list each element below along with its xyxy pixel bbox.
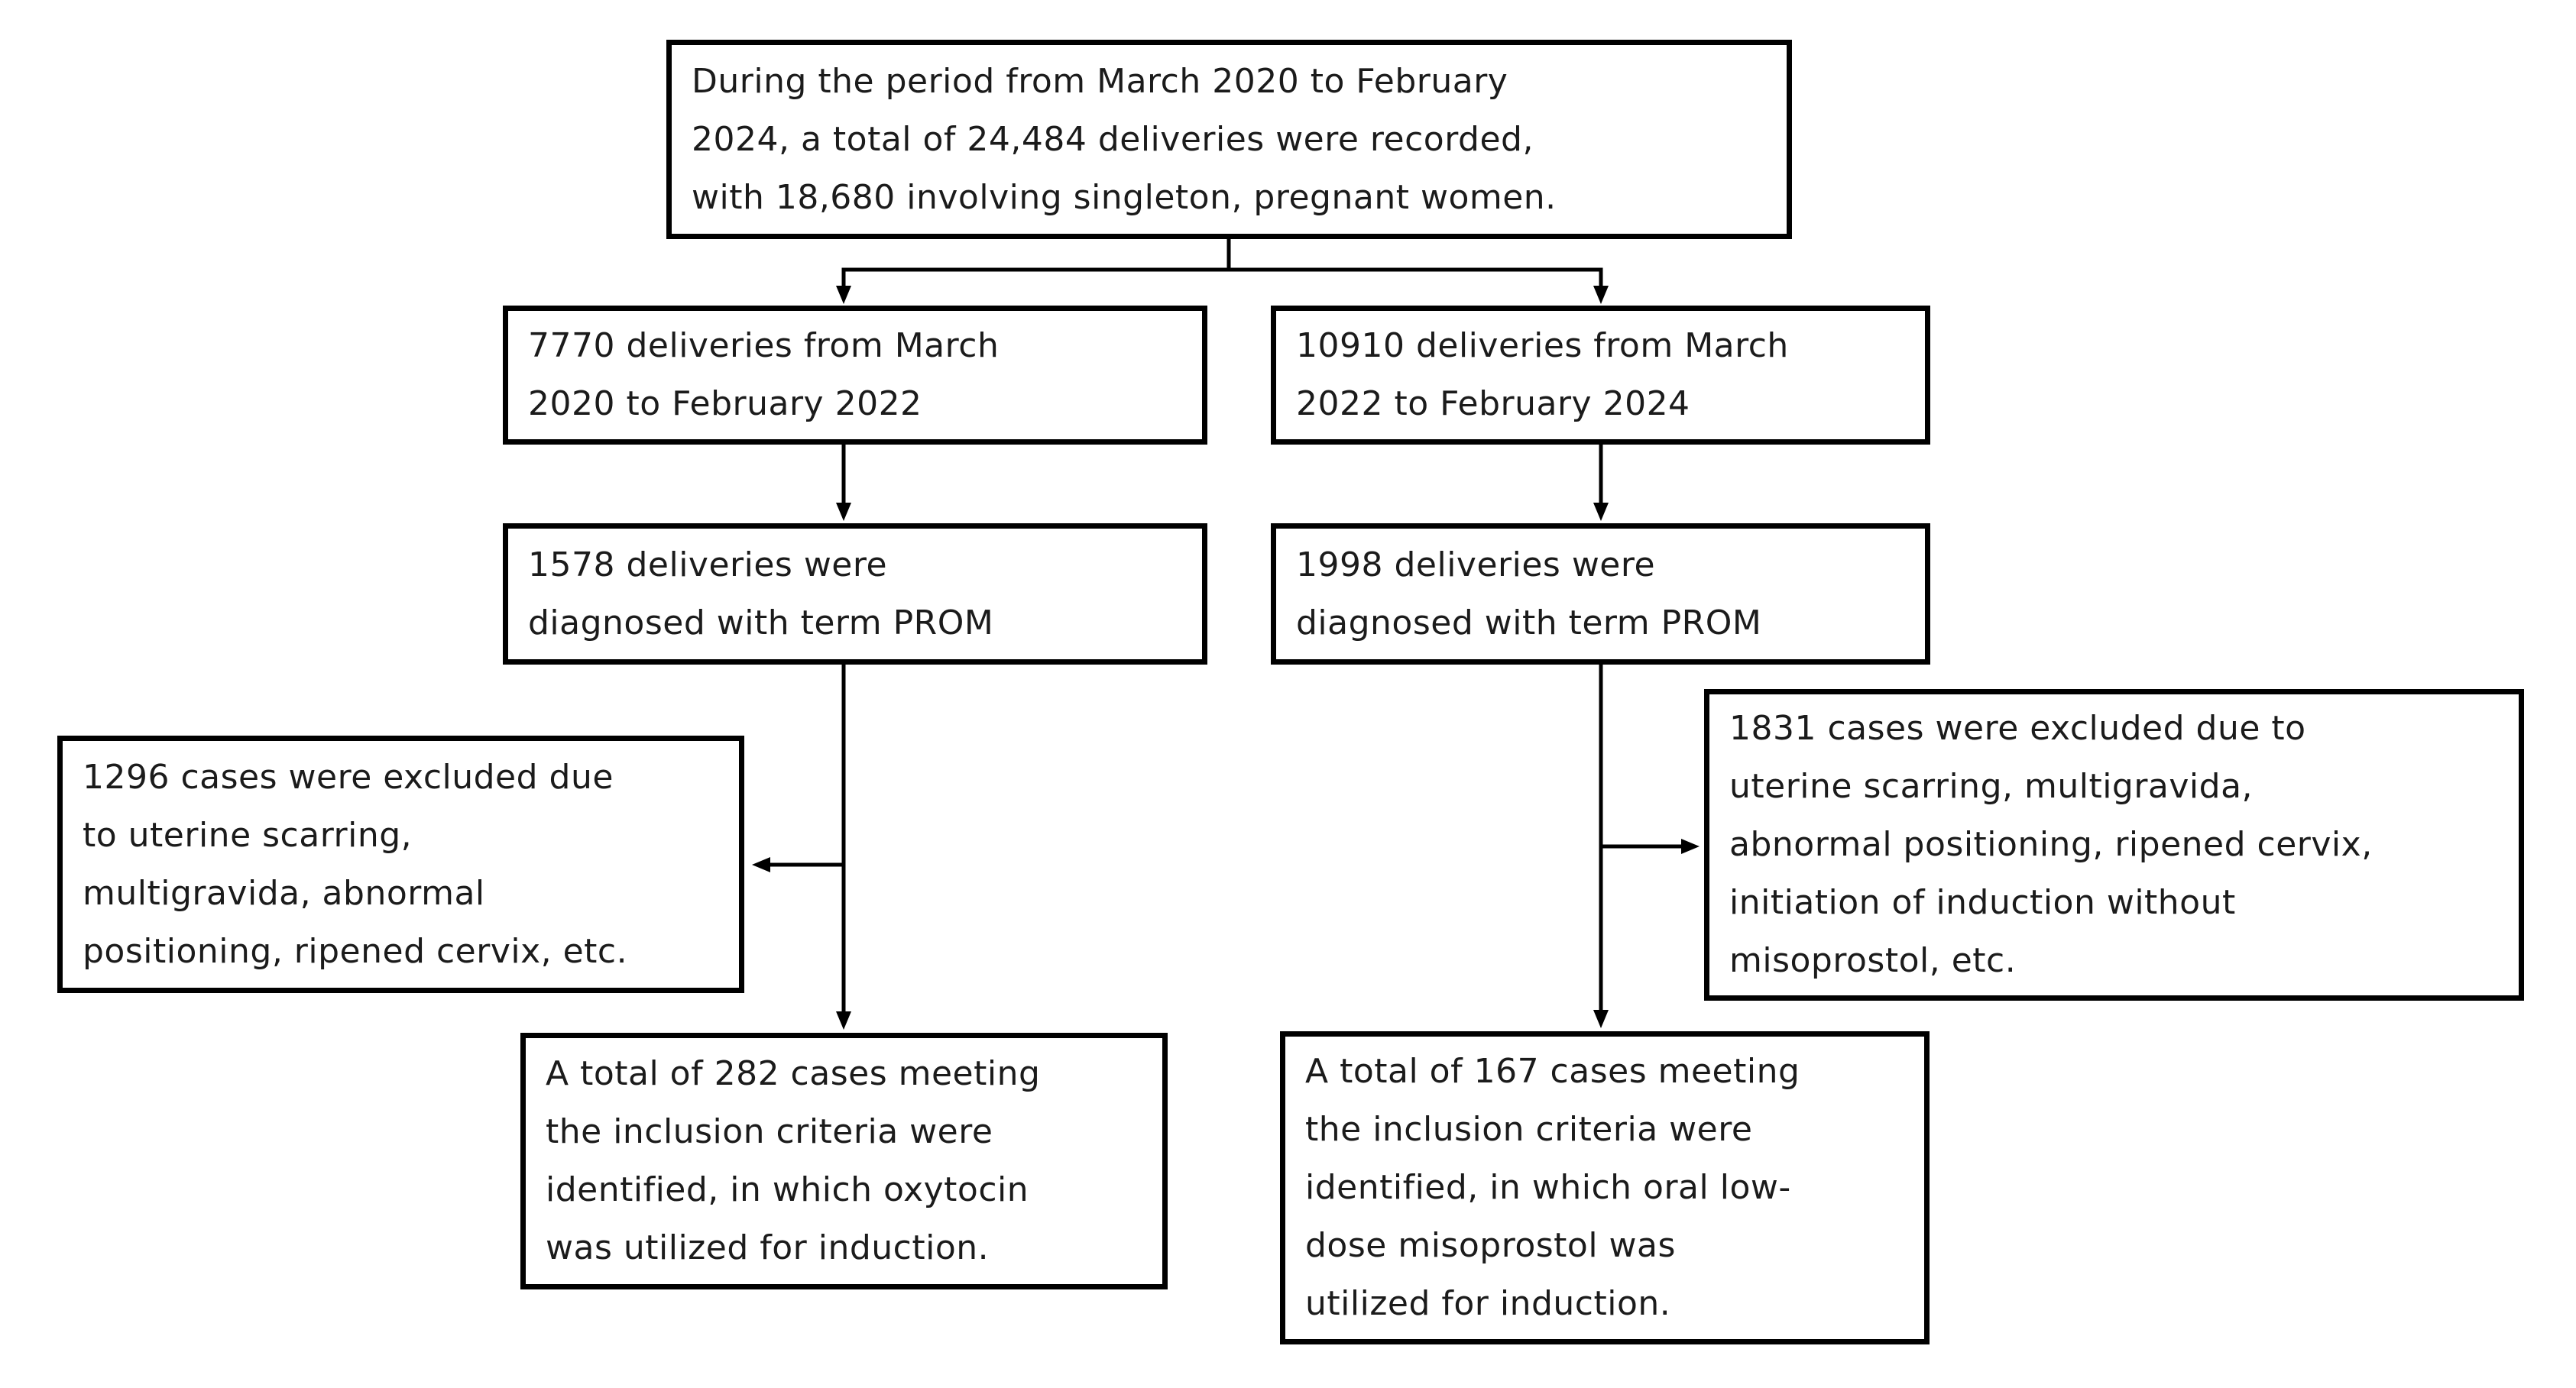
flow-box-period-2020-2022: 7770 deliveries from March 2020 to Febru…	[503, 306, 1207, 445]
flow-box-prom-2020-2022-text: 1578 deliveries were diagnosed with term…	[528, 545, 994, 642]
flow-box-period-2022-2024-text: 10910 deliveries from March 2022 to Febr…	[1296, 326, 1789, 423]
flow-box-excluded-2022-2024: 1831 cases were excluded due to uterine …	[1704, 689, 2524, 1001]
flow-box-total-deliveries-text: During the period from March 2020 to Feb…	[692, 61, 1557, 217]
flow-box-excluded-2020-2022: 1296 cases were excluded due to uterine …	[57, 736, 744, 993]
flow-box-excluded-2020-2022-text: 1296 cases were excluded due to uterine …	[83, 757, 628, 971]
flow-box-prom-2020-2022: 1578 deliveries were diagnosed with term…	[503, 523, 1207, 665]
flow-box-excluded-2022-2024-text: 1831 cases were excluded due to uterine …	[1729, 709, 2373, 980]
flow-box-included-misoprostol-text: A total of 167 cases meeting the inclusi…	[1305, 1052, 1800, 1323]
flow-box-period-2020-2022-text: 7770 deliveries from March 2020 to Febru…	[528, 326, 1000, 423]
flow-box-total-deliveries: During the period from March 2020 to Feb…	[666, 40, 1792, 239]
flow-box-included-oxytocin: A total of 282 cases meeting the inclusi…	[520, 1033, 1168, 1289]
flow-box-prom-2022-2024-text: 1998 deliveries were diagnosed with term…	[1296, 545, 1762, 642]
flow-box-period-2022-2024: 10910 deliveries from March 2022 to Febr…	[1271, 306, 1930, 445]
flow-box-included-misoprostol: A total of 167 cases meeting the inclusi…	[1280, 1031, 1930, 1344]
flow-box-prom-2022-2024: 1998 deliveries were diagnosed with term…	[1271, 523, 1930, 665]
flow-box-included-oxytocin-text: A total of 282 cases meeting the inclusi…	[546, 1054, 1041, 1267]
